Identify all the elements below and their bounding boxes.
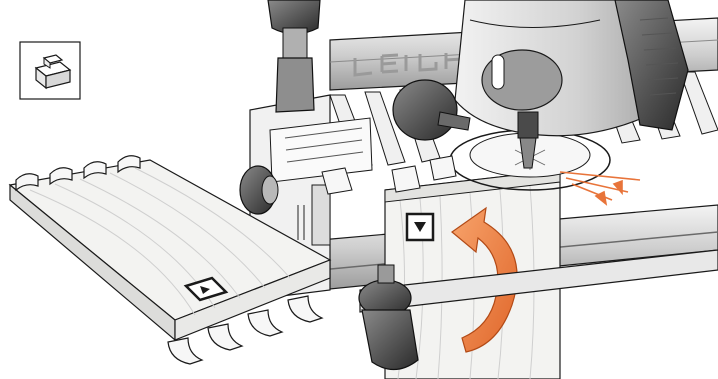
top-clamp-knob	[268, 0, 320, 112]
router-feed-arrows-icon	[560, 172, 640, 204]
face-marker-triangle-icon	[407, 214, 433, 240]
dovetail-joint-icon	[20, 42, 80, 99]
